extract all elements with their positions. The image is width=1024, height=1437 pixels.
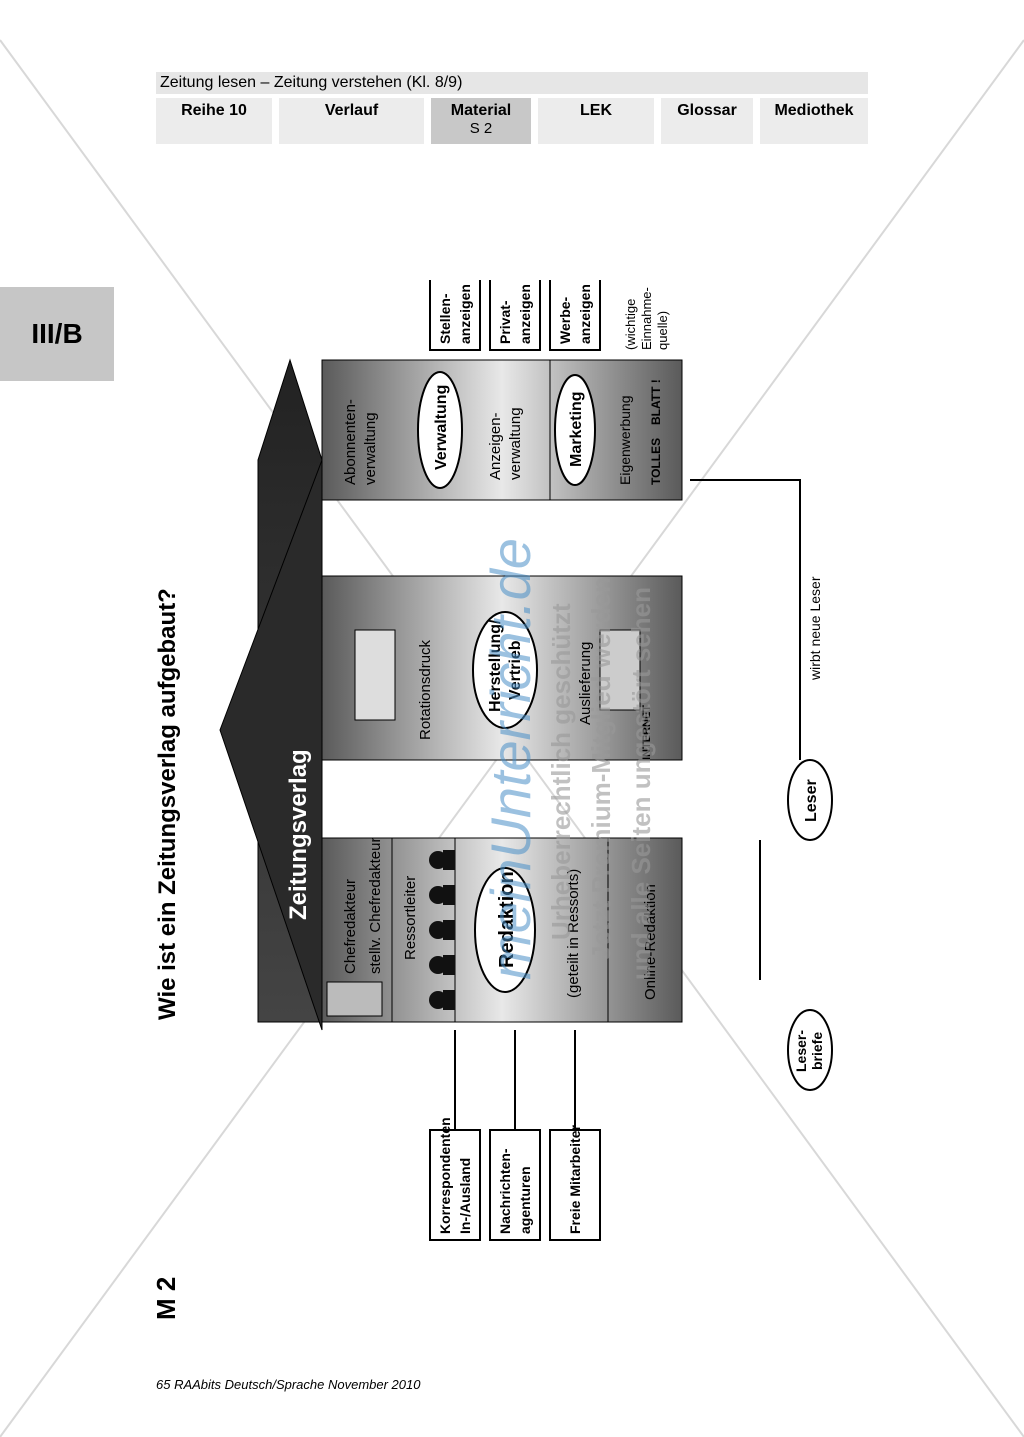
section-badge: III/B	[0, 287, 114, 381]
verwaltung-label: Verwaltung	[433, 385, 450, 470]
input-agenturen-a: Nachrichten-	[497, 1148, 513, 1234]
redaktion-label: Redaktion	[496, 871, 518, 968]
ad-privat-a: Privat-	[497, 300, 513, 344]
redaktion-oval	[474, 867, 536, 993]
series-title: Zeitung lesen – Zeitung verstehen (Kl. 8…	[156, 72, 868, 94]
sticker-text-a: TOLLES	[649, 438, 663, 485]
diagram-area: Wie ist ein Zeitungsverlag aufgebaut? M …	[130, 280, 890, 1360]
deputy-chief-editor-label: stellv. Chefredakteur	[367, 838, 384, 974]
svg-text:meinUnterricht.de: meinUnterricht.de	[479, 538, 542, 980]
tab-lek[interactable]: LEK	[538, 98, 654, 144]
ad-stellen-b: anzeigen	[457, 284, 473, 344]
tab-glossar[interactable]: Glossar	[661, 98, 753, 144]
letters-oval	[787, 1009, 833, 1091]
abonnenten-label-a: Abonnenten-	[342, 399, 359, 485]
ad-stellen-a: Stellen-	[437, 293, 453, 344]
eigenwerbung-label: Eigenwerbung	[617, 395, 633, 485]
column-herstellung: Rotationsdruck Herstellung/ Vertrieb Aus…	[321, 575, 683, 761]
chief-editor-label: Chefredakteur	[342, 879, 359, 974]
input-agenturen-b: agenturen	[517, 1166, 533, 1234]
publisher-structure-diagram: Wie ist ein Zeitungsverlag aufgebaut? M …	[151, 280, 833, 1320]
vertrieb-label: Vertrieb	[507, 640, 524, 700]
tab-verlauf[interactable]: Verlauf	[279, 98, 424, 144]
income-note-c: quelle)	[655, 311, 670, 350]
internet-screen-label: INTERNET	[641, 705, 653, 760]
input-korrespondenten-a: Korrespondenten	[437, 1117, 453, 1234]
reader-label: Leser	[803, 779, 820, 822]
watermark: meinUnterricht.de	[479, 538, 542, 980]
online-redaktion-label: Online-Redaktion	[642, 884, 659, 1000]
ad-werbe-b: anzeigen	[577, 284, 593, 344]
abonnenten-label-b: verwaltung	[362, 412, 379, 485]
ad-privat-b: anzeigen	[517, 284, 533, 344]
sticker-text-b: BLATT !	[649, 379, 663, 425]
rotationsdruck-label: Rotationsdruck	[417, 639, 434, 740]
letters-label-b: briefe	[809, 1032, 825, 1070]
watermark-line-4: und alle Seiten ungestört sehen	[626, 587, 656, 980]
delivery-truck-icon	[599, 629, 641, 711]
ad-sources: Stellen- anzeigen Privat- anzeigen Werbe…	[429, 280, 670, 351]
verwaltung-oval	[417, 371, 463, 489]
marketing-oval	[554, 374, 596, 486]
auslieferung-label: Auslieferung	[577, 642, 594, 725]
chief-editor-portrait	[326, 981, 383, 1017]
tab-reihe[interactable]: Reihe 10	[156, 98, 272, 144]
recruit-arrow	[690, 479, 801, 760]
anzeigenverwaltung-label-a: Anzeigen-	[487, 412, 504, 480]
income-note-a: (wichtige	[623, 299, 638, 350]
printing-press-icon	[354, 629, 396, 721]
watermark-line-2: Urheberrechtlich geschützt	[546, 603, 576, 940]
anzeigenverwaltung-label-b: verwaltung	[507, 407, 524, 480]
column-verwaltung: Abonnenten- verwaltung Verwaltung Anzeig…	[321, 359, 683, 501]
heading: Wie ist ein Zeitungsverlag aufgebaut?	[154, 588, 181, 1020]
staff-silhouettes	[429, 850, 455, 1010]
input-korrespondenten-b: In-/Ausland	[457, 1158, 473, 1234]
input-sources: Korrespondenten In-/Ausland Nachrichten-…	[429, 1030, 601, 1241]
letters-label-a: Leser-	[793, 1030, 809, 1072]
marketing-label: Marketing	[568, 391, 585, 467]
roof-label: Zeitungsverlag	[285, 749, 312, 920]
reader-oval	[787, 759, 833, 841]
watermark-line-3: Jetzt Premium-Mitglied werden	[586, 577, 616, 960]
redaktion-note: (geteilt in Ressorts)	[565, 869, 582, 998]
material-label: M 2	[151, 1277, 181, 1320]
income-note-b: Einnahme-	[639, 287, 654, 350]
column-redaktion: Chefredakteur stellv. Chefredakteur Ress…	[321, 837, 683, 1023]
input-freie-mitarbeiter: Freie Mitarbeiter	[567, 1125, 583, 1234]
footer: 65 RAAbits Deutsch/Sprache November 2010	[156, 1377, 421, 1392]
herstellung-oval	[472, 611, 538, 729]
department-heads-label: Ressortleiter	[402, 876, 419, 960]
recruit-label: wirbt neue Leser	[807, 576, 823, 681]
herstellung-label: Herstellung/	[487, 619, 504, 712]
tab-mediothek[interactable]: Mediothek	[760, 98, 868, 144]
ad-werbe-a: Werbe-	[557, 296, 573, 344]
